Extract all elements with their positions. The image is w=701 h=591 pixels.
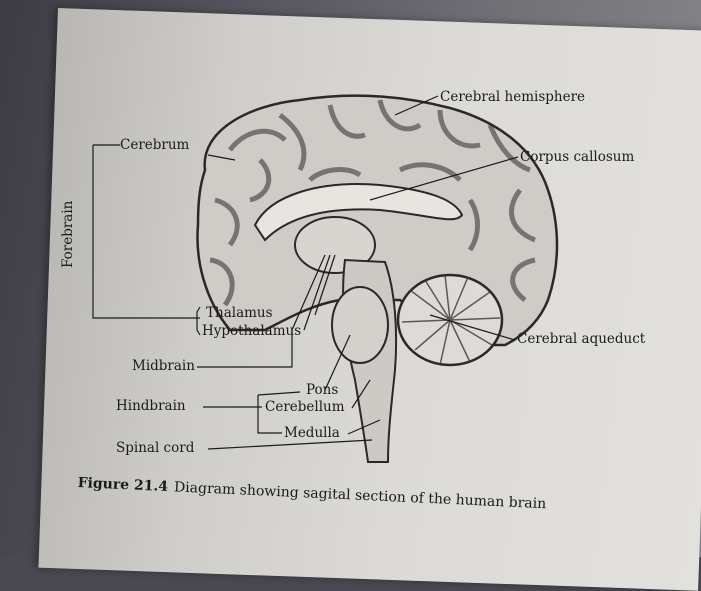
label-pons: Pons: [306, 384, 338, 398]
label-spinal-cord: Spinal cord: [116, 442, 194, 456]
brain-illustration: [0, 0, 701, 557]
label-midbrain: Midbrain: [132, 360, 195, 374]
label-hindbrain: Hindbrain: [116, 400, 186, 414]
label-forebrain: Forebrain: [60, 201, 76, 268]
cerebellum-shape: [398, 275, 502, 365]
label-cerebellum: Cerebellum: [265, 401, 345, 415]
label-cerebrum: Cerebrum: [120, 139, 189, 153]
pons-shape: [332, 287, 388, 363]
label-hypothalamus: Hypothalamus: [202, 325, 301, 339]
label-cerebral-hemisphere: Cerebral hemisphere: [440, 91, 585, 105]
label-cerebral-aqueduct: Cerebral aqueduct: [517, 333, 645, 347]
label-thalamus: Thalamus: [206, 307, 273, 321]
label-corpus-callosum: Corpus callosum: [520, 151, 634, 165]
label-medulla: Medulla: [284, 427, 340, 441]
